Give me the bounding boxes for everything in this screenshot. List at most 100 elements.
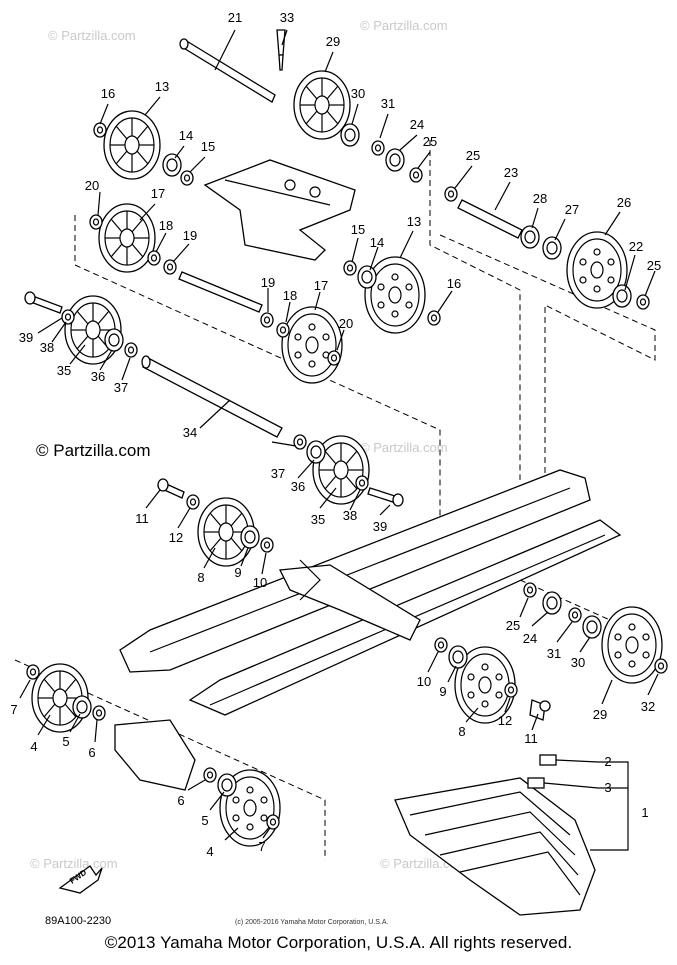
callout-number: 35 — [57, 363, 71, 378]
bearing-14 — [357, 265, 377, 289]
callout-number: 39 — [373, 519, 387, 534]
callout-number: 29 — [326, 34, 340, 49]
callout-number: 7 — [10, 702, 17, 717]
callout-number: 22 — [629, 239, 643, 254]
bearing-30 — [582, 615, 602, 639]
washer-16 — [427, 310, 441, 326]
washer-10 — [434, 637, 448, 653]
spacer-24 — [385, 148, 405, 172]
callout-number: 1 — [641, 805, 648, 820]
disc-17 — [281, 306, 343, 384]
callout-number: 7 — [258, 839, 265, 854]
callout-number: 16 — [447, 276, 461, 291]
bearing-27 — [542, 236, 562, 260]
collar-31 — [371, 140, 385, 156]
callout-number: 24 — [410, 117, 424, 132]
callout-number: 37 — [114, 380, 128, 395]
leader-lines — [19, 29, 659, 851]
callout-number: 23 — [504, 165, 518, 180]
callout-number: 32 — [641, 699, 655, 714]
washer-25 — [444, 186, 458, 202]
callout-number: 9 — [439, 684, 446, 699]
wheel-29 — [293, 70, 351, 140]
callout-number: 16 — [101, 86, 115, 101]
washer-20 — [327, 350, 341, 366]
bearing-5 — [72, 695, 92, 719]
callout-number: 37 — [271, 466, 285, 481]
dashed-boundary — [74, 215, 441, 520]
wheel-13 — [103, 110, 161, 180]
washer-19 — [163, 259, 177, 275]
upper-arm-bracket — [203, 159, 356, 261]
callout-number: 3 — [604, 780, 611, 795]
callout-number: 18 — [283, 288, 297, 303]
callout-number: 33 — [280, 10, 294, 25]
callout-number: 6 — [88, 745, 95, 760]
washer-7 — [26, 664, 40, 680]
callout-number: 30 — [351, 86, 365, 101]
callout-number: 27 — [565, 202, 579, 217]
washer-19 — [260, 312, 274, 328]
washer-18 — [276, 322, 290, 338]
bearing-5 — [217, 773, 237, 797]
washer-12 — [504, 682, 518, 698]
spacer-24 — [542, 591, 562, 615]
callout-number: 36 — [91, 369, 105, 384]
bearing-9 — [240, 525, 260, 549]
bearing-36 — [104, 328, 124, 352]
spacer-22 — [612, 284, 632, 308]
callout-number: 24 — [523, 631, 537, 646]
washer-37 — [124, 342, 138, 358]
callout-number: 31 — [547, 646, 561, 661]
nut-32 — [654, 658, 668, 674]
watermark: © Partzilla.com — [360, 18, 448, 33]
bearing-28 — [520, 225, 540, 249]
callout-number: 2 — [604, 754, 611, 769]
copyright-footer: ©2013 Yamaha Motor Corporation, U.S.A. A… — [104, 933, 573, 952]
shaft-34 — [141, 355, 283, 438]
washer-20 — [89, 214, 103, 230]
washer-25 — [636, 294, 650, 310]
callout-number: 30 — [571, 655, 585, 670]
washer-10 — [260, 537, 274, 553]
callout-number: 14 — [179, 128, 193, 143]
clip-3 — [527, 777, 545, 789]
callout-number: 4 — [30, 739, 37, 754]
bolt-11 — [157, 478, 185, 499]
callout-number: 34 — [183, 425, 197, 440]
callout-number: 15 — [201, 139, 215, 154]
callout-number: 12 — [169, 530, 183, 545]
callout-number: 17 — [151, 186, 165, 201]
watermark-main: © Partzilla.com — [36, 441, 151, 460]
callout-number: 18 — [159, 218, 173, 233]
washer-7 — [266, 814, 280, 830]
callout-number: 4 — [206, 844, 213, 859]
washer-25 — [409, 167, 423, 183]
wheel-17 — [98, 203, 156, 273]
bolt-33 — [276, 29, 286, 71]
callout-number: 20 — [85, 178, 99, 193]
callout-number: 5 — [201, 813, 208, 828]
bolt-39 — [367, 487, 404, 507]
bearing-30 — [340, 123, 360, 147]
callout-number: 10 — [253, 575, 267, 590]
callout-number: 19 — [183, 228, 197, 243]
callout-number: 38 — [40, 340, 54, 355]
bearing-36 — [306, 440, 326, 464]
bearing-9 — [448, 645, 468, 669]
callout-number: 13 — [155, 79, 169, 94]
shaft-23 — [457, 199, 523, 239]
callout-number: 29 — [593, 707, 607, 722]
lower-bracket — [114, 719, 196, 791]
bolt-39 — [24, 291, 63, 314]
washer-25 — [523, 582, 537, 598]
diagram-code: 89A100-2230 — [45, 915, 111, 927]
callout-number: 25 — [506, 618, 520, 633]
watermark: © Partzilla.com — [48, 28, 136, 43]
callout-number: 19 — [261, 275, 275, 290]
collar-31 — [568, 607, 582, 623]
washer-38 — [61, 309, 75, 325]
callout-number: 14 — [370, 235, 384, 250]
callout-number: 9 — [234, 565, 241, 580]
